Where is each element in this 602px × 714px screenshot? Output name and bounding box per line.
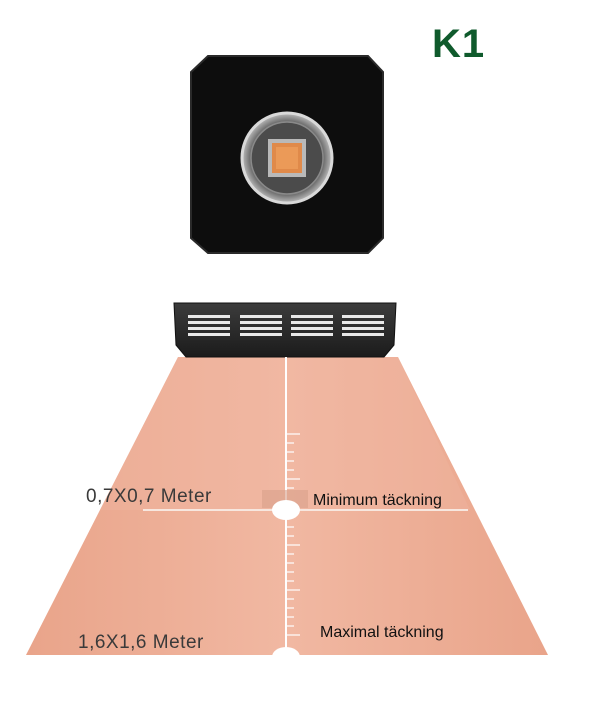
minimum-coverage-caption: Minimum täckning [313, 492, 442, 509]
maximum-coverage-line [26, 647, 548, 667]
minimum-coverage-size: 0,7X0,7 Meter [86, 486, 212, 507]
maximum-coverage-size: 1,6X1,6 Meter [78, 632, 204, 653]
model-label: K1 [432, 22, 486, 66]
led-module-top-view [190, 55, 384, 254]
maximum-coverage-caption: Maximal täckning [320, 624, 444, 641]
fixture-side-view [173, 302, 397, 358]
minimum-coverage-line [143, 490, 468, 520]
